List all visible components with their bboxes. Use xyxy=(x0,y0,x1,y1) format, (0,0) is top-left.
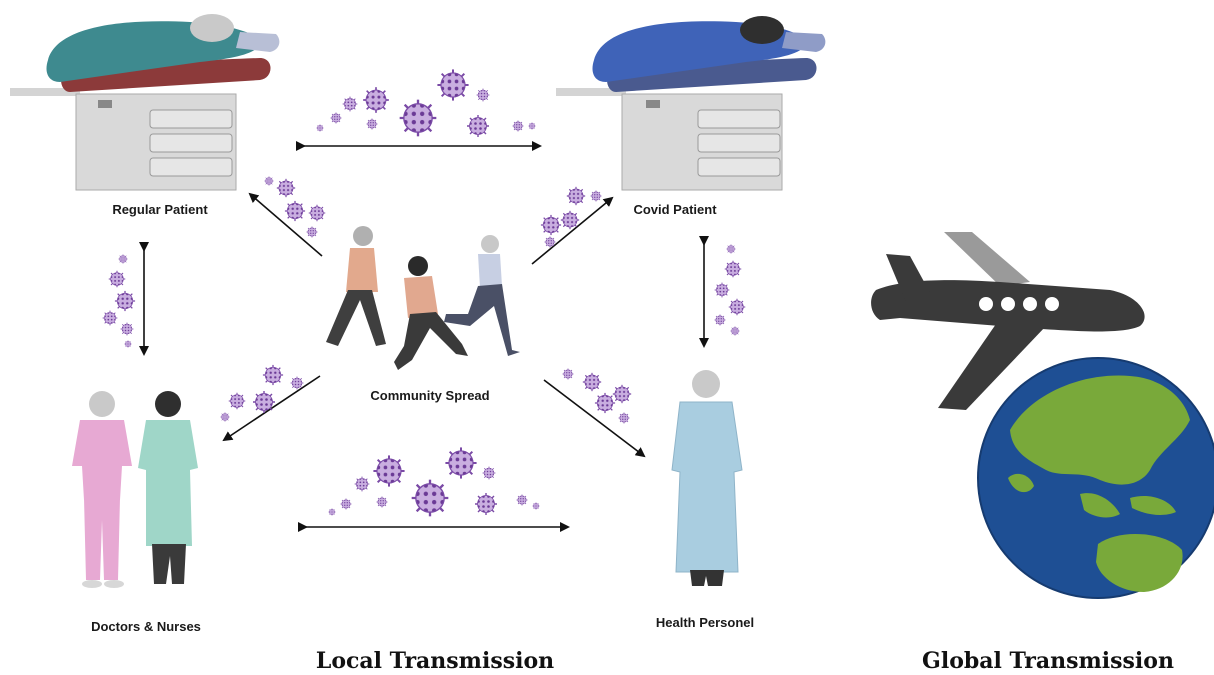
nurse-icon xyxy=(138,391,198,584)
globe-icon xyxy=(977,357,1214,599)
virus-cluster-lower-left xyxy=(220,364,304,422)
doctor-icon xyxy=(72,391,132,588)
covid-patient-bed-icon xyxy=(556,16,826,191)
virus-cluster-right-vertical xyxy=(714,244,746,336)
label-covid-patient: Covid Patient xyxy=(633,202,717,217)
runner-icon xyxy=(444,235,520,356)
title-local-transmission: Local Transmission xyxy=(315,648,555,674)
label-regular-patient: Regular Patient xyxy=(112,202,208,217)
virus-cluster-top xyxy=(316,68,536,138)
airplane-icon xyxy=(871,232,1145,410)
virus-cluster-lower-right xyxy=(562,368,632,424)
arrows xyxy=(139,141,709,532)
label-health-personel: Health Personel xyxy=(655,615,755,630)
walker-icon xyxy=(326,226,386,346)
virus-cluster-left-vertical xyxy=(102,254,136,348)
label-community-spread: Community Spread xyxy=(370,388,490,403)
regular-patient-bed-icon xyxy=(10,14,280,191)
title-global-transmission: Global Transmission xyxy=(922,648,1174,674)
label-doctors-nurses: Doctors & Nurses xyxy=(91,619,201,634)
health-personel-icon xyxy=(671,370,743,586)
runner-icon xyxy=(394,256,468,370)
virus-cluster-bottom xyxy=(328,446,540,518)
virus-cluster-upper-right xyxy=(540,186,602,248)
virus-cluster-upper-left xyxy=(264,176,326,238)
